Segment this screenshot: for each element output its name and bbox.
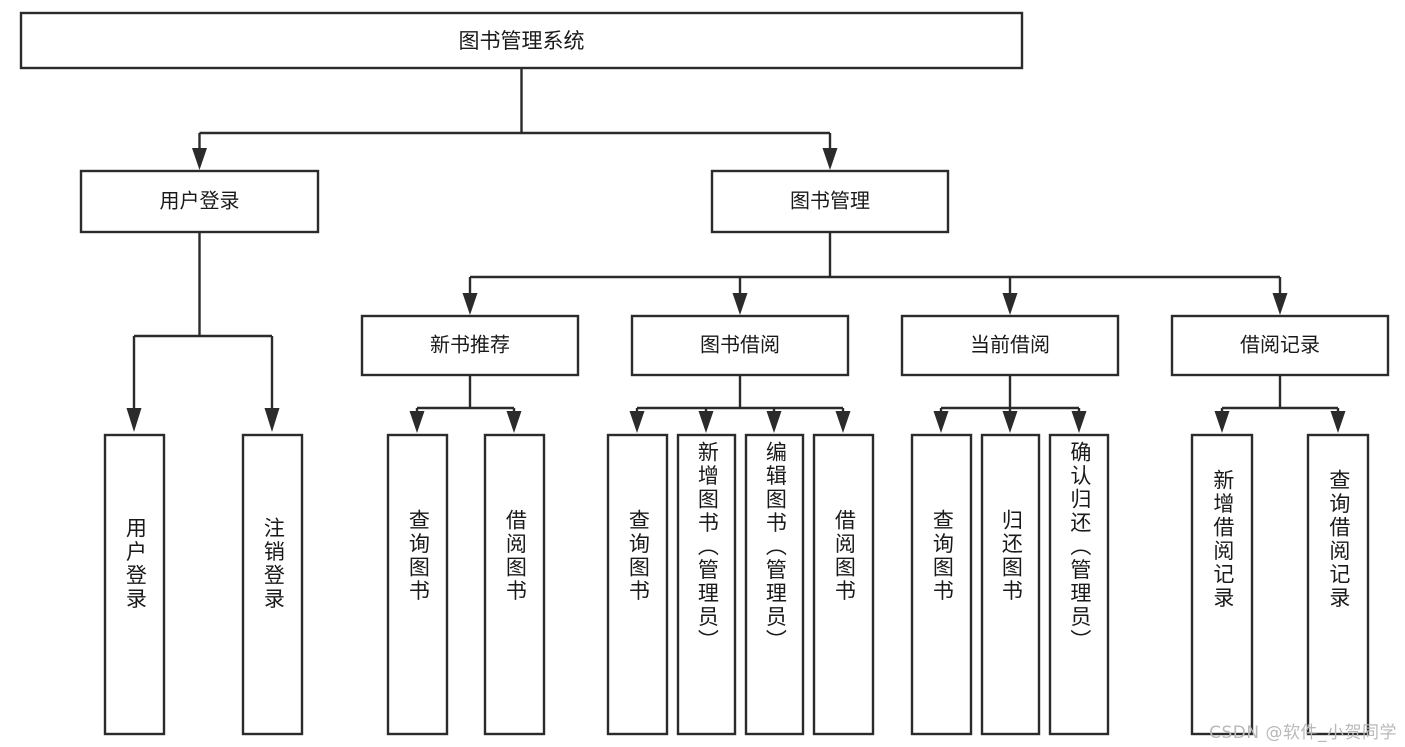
leaf-box[interactable] <box>910 433 973 736</box>
leaf-box[interactable] <box>1190 433 1254 736</box>
leaf-node-borrow-record-1[interactable] <box>1306 433 1370 736</box>
leaf-node-new-book-1[interactable] <box>483 433 546 736</box>
leaf-box[interactable] <box>812 433 875 736</box>
level3-label-3: 借阅记录 <box>1240 333 1320 357</box>
watermark-text: CSDN @软件_小贺同学 <box>1209 723 1397 743</box>
leaf-node-book-borrow-3[interactable] <box>812 433 875 736</box>
node-user-login[interactable]: 用户登录 <box>79 169 320 234</box>
leaf-node-current-borrow-2[interactable] <box>1048 433 1110 736</box>
connector-root-to-level2 <box>192 68 838 170</box>
leaf-box[interactable] <box>103 433 166 736</box>
leaf-box[interactable] <box>1306 433 1370 736</box>
node-borrow-record[interactable]: 借阅记录 <box>1170 314 1390 377</box>
level2-label-1: 图书管理 <box>790 189 870 213</box>
leaf-box[interactable] <box>386 433 449 736</box>
level3-label-1: 图书借阅 <box>700 333 780 357</box>
arrow-head-icon <box>192 148 207 170</box>
connector-currentborrow-to-leaves <box>933 375 1087 433</box>
leaf-box[interactable] <box>676 433 737 736</box>
connector-borrowrecord-to-leaves <box>1214 375 1346 433</box>
leaf-node-borrow-record-0[interactable] <box>1190 433 1254 736</box>
leaf-box[interactable] <box>483 433 546 736</box>
leaf-node-book-borrow-0[interactable] <box>606 433 669 736</box>
node-root[interactable]: 图书管理系统 <box>19 11 1024 70</box>
arrow-head-icon <box>462 293 478 315</box>
level2-label-0: 用户登录 <box>160 189 240 213</box>
root-box[interactable] <box>19 11 1024 70</box>
leaf-box[interactable] <box>241 433 304 736</box>
leaf-node-new-book-0[interactable] <box>386 433 449 736</box>
arrow-head-icon <box>629 411 645 433</box>
arrow-head-icon <box>1002 293 1018 315</box>
arrow-head-icon <box>822 148 838 170</box>
node-book-borrow[interactable]: 图书借阅 <box>630 314 850 377</box>
arrow-head-icon <box>1330 411 1346 433</box>
node-current-borrow[interactable]: 当前借阅 <box>900 314 1120 377</box>
node-book-management[interactable]: 图书管理 <box>710 169 950 234</box>
arrow-head-icon <box>732 293 748 315</box>
arrow-head-icon <box>766 411 782 433</box>
leaf-box[interactable] <box>1048 433 1110 736</box>
arrow-head-icon <box>1002 411 1018 433</box>
leaf-box[interactable] <box>606 433 669 736</box>
connector-userlogin-to-leaves <box>126 232 280 432</box>
connector-bookmgmt-to-level3 <box>462 232 1288 315</box>
arrow-head-icon <box>1071 411 1087 433</box>
level3-box-0[interactable] <box>360 314 580 377</box>
leaf-box[interactable] <box>980 433 1041 736</box>
connector-newbook-to-leaves <box>409 375 522 433</box>
root-label: 图书管理系统 <box>459 29 585 53</box>
arrow-head-icon <box>1272 293 1288 315</box>
leaf-node-current-borrow-0[interactable] <box>910 433 973 736</box>
arrow-head-icon <box>126 408 142 432</box>
leaf-box[interactable] <box>744 433 805 736</box>
leaf-node-user-login-0[interactable] <box>103 433 166 736</box>
level2-box-0[interactable] <box>79 169 320 234</box>
leaf-node-user-login-1[interactable] <box>241 433 304 736</box>
arrow-head-icon <box>506 411 522 433</box>
level3-label-2: 当前借阅 <box>970 333 1050 357</box>
node-new-book-recommend[interactable]: 新书推荐 <box>360 314 580 377</box>
arrow-head-icon <box>835 411 851 433</box>
arrow-head-icon <box>698 411 714 433</box>
arrow-head-icon <box>264 408 280 432</box>
leaf-node-current-borrow-1[interactable] <box>980 433 1041 736</box>
arrow-head-icon <box>1214 411 1230 433</box>
arrow-head-icon <box>933 411 949 433</box>
arrow-head-icon <box>409 411 425 433</box>
level3-label-0: 新书推荐 <box>430 333 510 357</box>
leaf-node-book-borrow-2[interactable] <box>744 433 805 736</box>
leaf-node-book-borrow-1[interactable] <box>676 433 737 736</box>
level3-box-2[interactable] <box>900 314 1120 377</box>
connector-bookborrow-to-leaves <box>629 375 851 433</box>
